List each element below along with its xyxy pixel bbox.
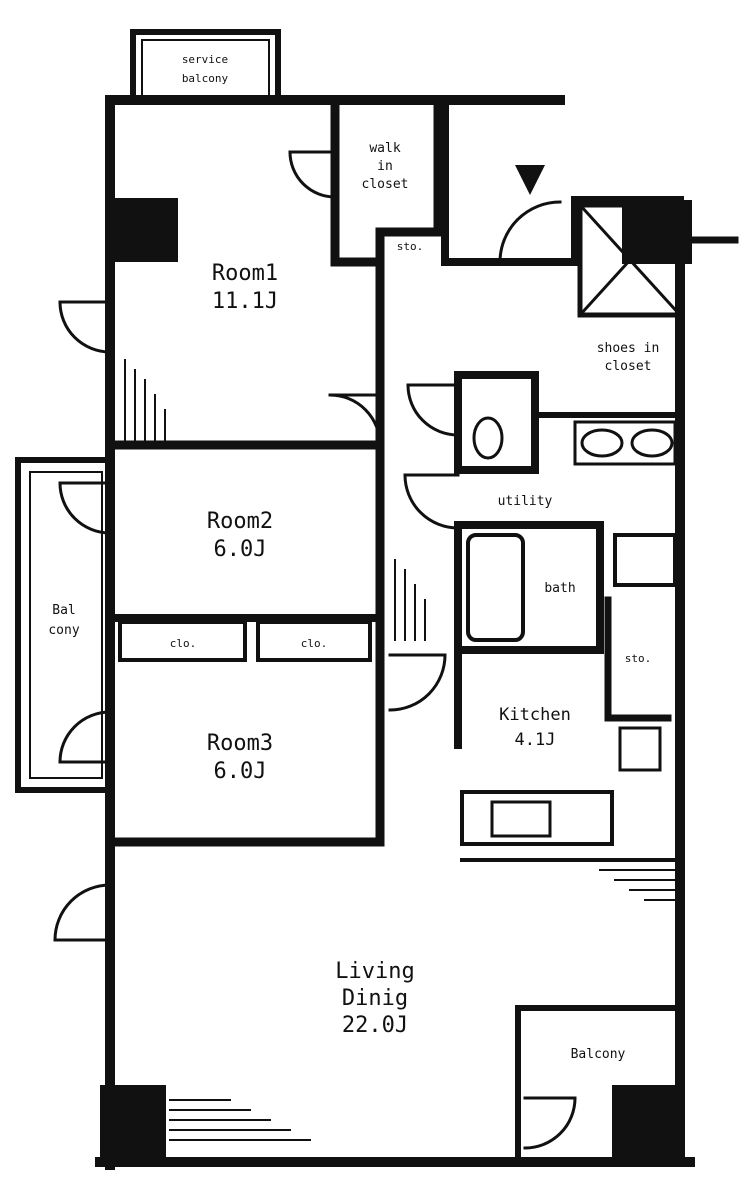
closet-right-label: clo. <box>301 637 328 650</box>
toilet-bowl <box>472 416 504 460</box>
bathtub <box>466 533 525 642</box>
closet-left-label: clo. <box>170 637 197 650</box>
bath-label: bath <box>544 581 575 596</box>
bath-wall <box>454 521 604 654</box>
room3-size: 6.0J <box>214 759 267 784</box>
room3-balcony-door <box>58 710 112 764</box>
side-balcony-inner <box>29 471 103 779</box>
room1-balcony-door <box>58 300 112 354</box>
entry-arrow-icon <box>515 165 545 195</box>
service-balcony-inner <box>141 39 270 97</box>
living-label-1: Living <box>335 959 414 984</box>
side-balcony-outline <box>15 457 113 793</box>
kitchen-name: Kitchen <box>499 705 571 725</box>
front-balcony-door <box>523 1096 577 1150</box>
storage-wall <box>604 596 672 722</box>
walk-in-closet-label-2: in <box>377 159 393 174</box>
kitchen-counter <box>460 790 614 846</box>
room2-name: Room2 <box>207 509 273 534</box>
room1-door <box>328 393 382 447</box>
room1-name: Room1 <box>212 261 278 286</box>
service-balcony-label-2: balcony <box>182 72 229 85</box>
hatch-living-right <box>599 869 676 901</box>
toilet-door <box>406 383 460 437</box>
entry-door <box>498 200 562 264</box>
utility-door <box>403 473 460 530</box>
kitchen-sink <box>490 800 552 838</box>
washbasin-right <box>630 428 674 458</box>
room1-size: 11.1J <box>212 289 278 314</box>
hatch-living-left <box>169 1099 311 1141</box>
service-balcony-label-1: service <box>182 53 228 66</box>
washbasin-left <box>580 428 624 458</box>
service-balcony-outline <box>130 29 281 103</box>
stove <box>618 726 662 772</box>
walk-in-closet-label-1: walk <box>369 141 400 156</box>
utility-label: utility <box>498 494 553 509</box>
shoes-closet-label-1: shoes in <box>597 341 660 356</box>
living-size: 22.0J <box>342 1013 408 1038</box>
room2-balcony-door <box>58 481 112 535</box>
shoes-closet-label-2: closet <box>605 359 652 374</box>
storage-label-kitchen: sto. <box>625 652 652 665</box>
side-balcony-label-2: cony <box>48 623 79 638</box>
room3-name: Room3 <box>207 731 273 756</box>
room2-size: 6.0J <box>214 537 267 562</box>
pillar-room1 <box>112 198 178 262</box>
pillar-living-right <box>612 1085 682 1165</box>
room1-closet-door <box>288 150 337 199</box>
kitchen-size: 4.1J <box>515 730 556 750</box>
hatch-corridor <box>394 559 426 641</box>
storage-label-upper: sto. <box>397 240 424 253</box>
pillar-living-left <box>100 1085 166 1165</box>
hall-door <box>388 653 447 712</box>
hatch-room1 <box>124 359 166 441</box>
washbasin-counter <box>573 420 677 466</box>
washer-box <box>613 533 677 587</box>
closet-right <box>256 620 372 662</box>
toilet-wall <box>454 371 539 474</box>
living-label-2: Dinig <box>342 986 408 1011</box>
side-balcony-label-1: Bal <box>52 603 75 618</box>
living-door-left <box>53 883 112 942</box>
closet-left <box>118 620 247 662</box>
entry-wall <box>441 96 684 266</box>
front-balcony-label: Balcony <box>571 1047 626 1062</box>
walk-in-closet-label-3: closet <box>362 177 409 192</box>
pillar-entry <box>622 200 692 264</box>
